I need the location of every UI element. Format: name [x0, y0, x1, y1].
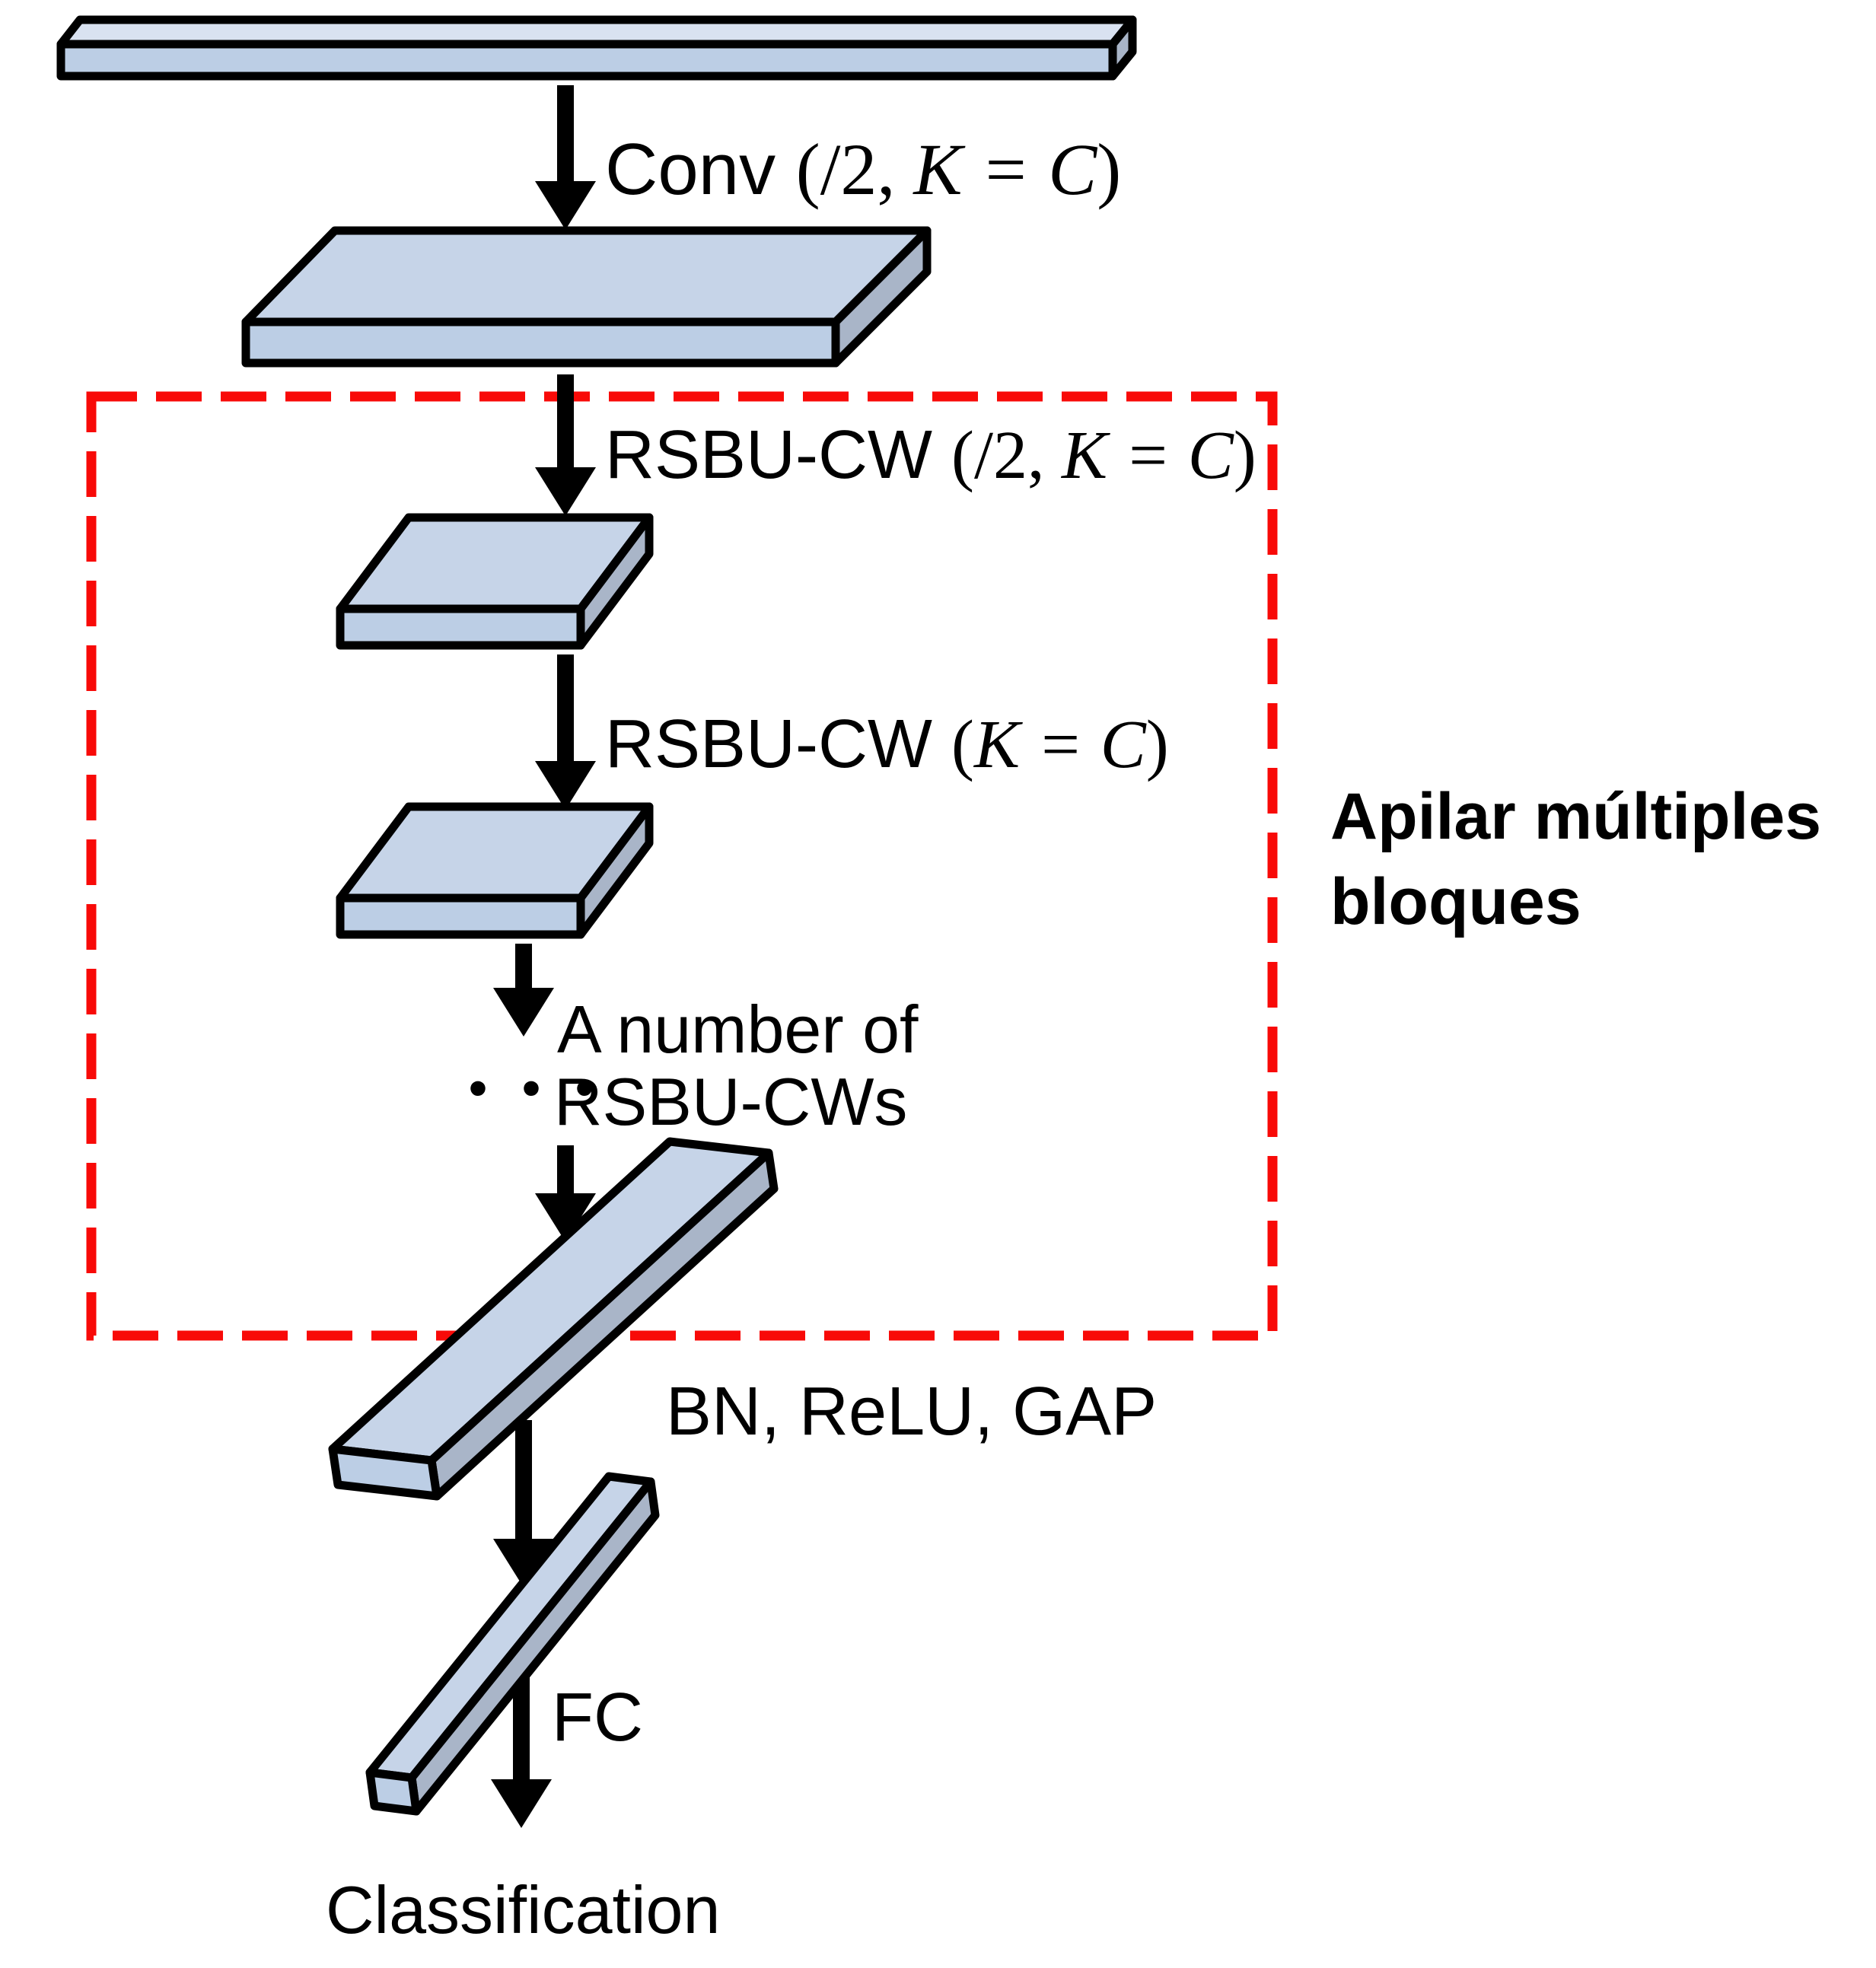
feature-vector-bar-2 — [365, 1472, 660, 1816]
plate1-front-face — [241, 317, 840, 368]
arrow-head — [535, 467, 596, 516]
bar2-end-face — [365, 1768, 421, 1816]
ellipsis-dots: · · · — [463, 1037, 600, 1138]
conv-label: Conv (/2, K = C) — [605, 129, 1121, 210]
stacked-blocks-dashed-box — [86, 391, 1278, 1341]
down-arrow-rsbu — [535, 654, 596, 810]
arrow-head — [493, 988, 554, 1037]
arrow-head — [535, 1193, 596, 1242]
input-bar-front-face — [56, 40, 1117, 81]
arrow-head — [535, 761, 596, 810]
bn-relu-gap-label: BN, ReLU, GAP — [666, 1374, 1157, 1450]
rsbu-downsample-label: RSBU-CW (/2, K = C) — [605, 417, 1257, 493]
annotation-line1: Apilar múltiples — [1330, 780, 1821, 853]
stack-annotation: Apilar múltiples bloques — [1330, 780, 1821, 938]
feature-map-plate-3 — [336, 802, 654, 939]
arrow-head — [535, 181, 596, 230]
stack-note-line1: A number of — [557, 992, 919, 1067]
arrow-head — [491, 1779, 552, 1828]
fc-label: FC — [552, 1680, 643, 1756]
input-signal-bar — [56, 15, 1137, 81]
bar1-end-face — [328, 1444, 441, 1501]
feature-vector-bar-1 — [328, 1137, 779, 1501]
down-arrow-bn-relu-gap — [493, 1420, 554, 1587]
feature-map-plate-2 — [336, 513, 654, 650]
dashed-rectangle — [86, 391, 1278, 1341]
arrow-head — [493, 1539, 554, 1587]
plate3-front-face — [336, 893, 585, 939]
rsbu-label: RSBU-CW (K = C) — [605, 706, 1169, 782]
down-arrow-rsbu-downsample — [535, 374, 596, 516]
down-arrow-stack — [493, 944, 554, 1037]
plate2-front-face — [336, 604, 585, 650]
annotation-line2: bloques — [1330, 865, 1581, 938]
stack-note-line2: RSBU-CWs — [554, 1064, 907, 1139]
classification-label: Classification — [326, 1872, 720, 1947]
plate1-top-face — [241, 226, 932, 326]
bar2-side-face — [407, 1477, 660, 1816]
feature-map-plate-1 — [241, 226, 932, 368]
down-arrow-to-gap-bar — [535, 1145, 596, 1242]
down-arrow-conv — [535, 85, 596, 230]
